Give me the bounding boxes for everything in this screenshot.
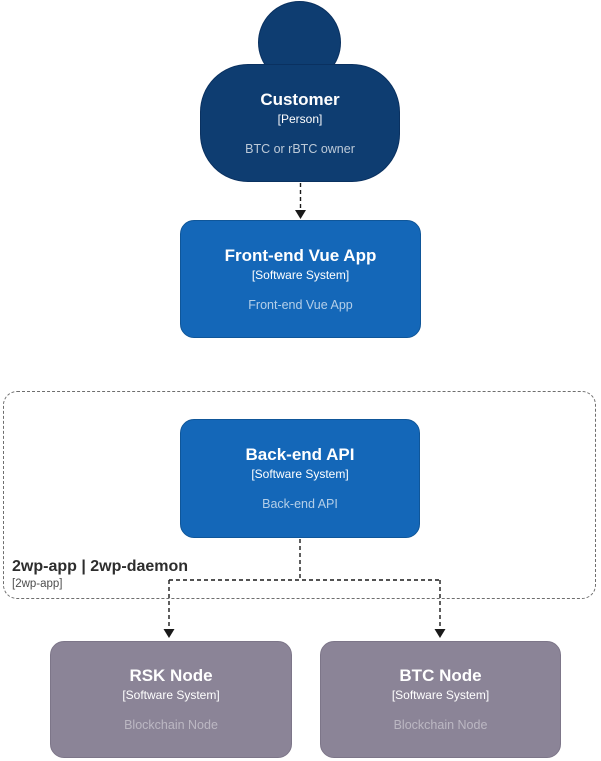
node-description: Blockchain Node <box>393 718 488 732</box>
node-title: Front-end Vue App <box>224 245 377 265</box>
node-type: [Software System] <box>391 688 490 702</box>
node-title: RSK Node <box>129 666 213 685</box>
system-node-rsk: RSK Node [Software System] Blockchain No… <box>50 641 292 758</box>
node-description: BTC or rBTC owner <box>245 141 355 156</box>
edge-customer-frontend <box>295 183 306 219</box>
node-title: Back-end API <box>245 445 355 464</box>
node-type: [Software System] <box>122 688 220 702</box>
boundary-label: 2wp-app | 2wp-daemon <box>12 558 189 575</box>
boundary-label-group: 2wp-app | 2wp-daemon [2wp-app] <box>12 557 188 591</box>
node-description: Back-end API <box>262 497 338 511</box>
node-type: [Software System] <box>251 267 350 282</box>
node-type: [Person] <box>277 111 323 126</box>
system-node-backend: Back-end API [Software System] Back-end … <box>180 419 420 538</box>
arrowhead-down-icon <box>295 210 306 219</box>
system-node-btc: BTC Node [Software System] Blockchain No… <box>320 641 561 758</box>
boundary-sublabel: [2wp-app] <box>12 578 63 590</box>
arrowhead-down-icon <box>434 629 446 638</box>
node-description: Front-end Vue App <box>248 297 353 312</box>
node-type: [Software System] <box>251 467 349 481</box>
node-description: Blockchain Node <box>124 718 218 732</box>
arrowhead-down-icon <box>163 629 175 638</box>
node-title: Customer <box>260 89 340 109</box>
node-title: BTC Node <box>399 666 482 685</box>
system-node-frontend: Front-end Vue App [Software System] Fron… <box>180 220 421 338</box>
person-node-customer: Customer [Person] BTC or rBTC owner <box>200 64 400 182</box>
